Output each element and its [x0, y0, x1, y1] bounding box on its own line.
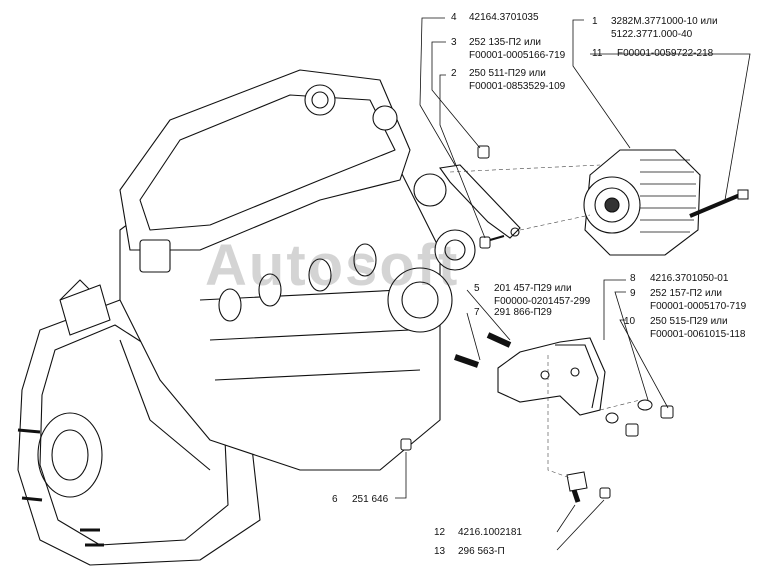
- leader-lines: [395, 17, 751, 551]
- label-10-code-0: 250 515-П29 или: [650, 316, 728, 327]
- label-6-code-0: 251 646: [352, 494, 389, 505]
- label-8-code-0: 4216.3701050-01: [650, 273, 729, 284]
- bracket-part: [497, 337, 606, 416]
- label-5-number: 5: [474, 283, 480, 294]
- label-3-code-0: 252 135-П2 или: [469, 37, 542, 48]
- label-9-number: 9: [630, 288, 636, 299]
- studs-part: [454, 332, 512, 368]
- label-10-number: 10: [624, 316, 636, 327]
- label-5-code-0: 201 457-П29 или: [494, 283, 572, 294]
- label-4-number: 4: [451, 12, 457, 23]
- engine-drawing: [17, 69, 476, 566]
- label-3-number: 3: [451, 37, 457, 48]
- label-7-code-0: 291 866-П29: [494, 307, 552, 318]
- label-9-code-1: F00001-0005170-719: [650, 301, 747, 312]
- label-13-code-0: 296 563-П: [458, 546, 505, 557]
- washers-part: [605, 399, 674, 437]
- generator-part: [583, 149, 701, 256]
- label-3-code-1: F00001-0005166-719: [469, 50, 566, 61]
- label-10-code-1: F00001-0061015-118: [650, 329, 746, 340]
- label-13-number: 13: [434, 546, 446, 557]
- label-2-code-0: 250 511-П29 или: [469, 68, 546, 79]
- watermark: Autosoft: [205, 233, 460, 298]
- label-1-code-0: 3282М.3771000-10 или: [611, 16, 718, 27]
- label-11-number: 11: [592, 48, 603, 59]
- label-5-code-1: F00000-0201457-299: [494, 296, 591, 307]
- label-6-number: 6: [332, 494, 338, 505]
- label-12-number: 12: [434, 527, 446, 538]
- label-12-code-0: 4216.1002181: [458, 527, 522, 538]
- label-11-code-0: F00001-0059722-218: [617, 48, 714, 59]
- nut-part: [400, 438, 412, 451]
- tension-arm-part: [439, 164, 521, 239]
- label-9-code-0: 252 157-П2 или: [650, 288, 723, 299]
- label-2-code-1: F00001-0853529-109: [469, 81, 566, 92]
- long-bolt-part: [689, 189, 749, 218]
- plugs-part: [566, 471, 611, 503]
- label-4-code-0: 42164.3701035: [469, 12, 539, 23]
- assembly-axes: [449, 164, 641, 479]
- label-1-code-1: 5122.3771.000-40: [611, 29, 693, 40]
- label-8-number: 8: [630, 273, 636, 284]
- arm-fasteners: [477, 145, 505, 249]
- label-2-number: 2: [451, 68, 457, 79]
- label-1-number: 1: [592, 16, 598, 27]
- label-7-number: 7: [474, 307, 480, 318]
